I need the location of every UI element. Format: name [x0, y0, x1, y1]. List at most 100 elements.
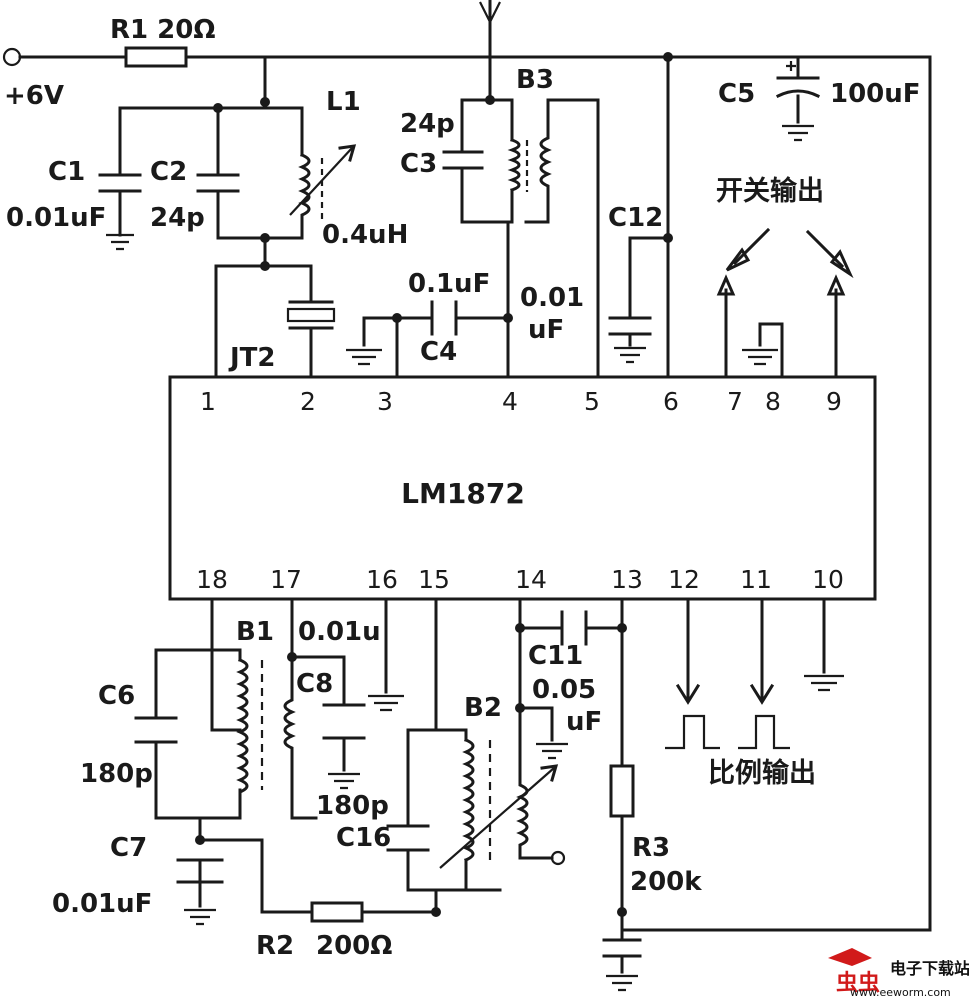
switch-output-label: 开关输出 — [716, 175, 824, 207]
pin-17: 17 — [270, 565, 302, 594]
pin15-wire — [406, 597, 502, 914]
pin7-output-arrow — [716, 274, 736, 379]
c16-label: C16 — [336, 823, 391, 853]
b3-primary-wire — [460, 98, 514, 379]
r1-label: R1 20Ω — [110, 15, 215, 45]
junction-dot — [213, 103, 223, 113]
ground-icon — [346, 348, 382, 366]
pin9-output-arrow — [826, 274, 846, 379]
r3-label: R3 — [632, 833, 670, 863]
pin10-ground — [804, 597, 844, 692]
pin8-ground — [742, 322, 784, 379]
pin-9: 9 — [826, 387, 842, 416]
pin18-wire — [154, 597, 242, 820]
capacitor-c12 — [608, 316, 652, 364]
junction-dot — [260, 233, 270, 243]
proportional-output-label: 比例输出 — [708, 757, 816, 789]
capacitor-c5 — [775, 61, 821, 142]
watermark-logo: 虫虫 — [828, 948, 880, 996]
junction-dot — [431, 907, 441, 917]
pin-7: 7 — [727, 387, 743, 416]
pin-15: 15 — [418, 565, 450, 594]
c2-value: 24p — [150, 203, 205, 233]
junction-dot — [617, 907, 627, 917]
inductor-l1 — [289, 144, 357, 240]
svg-text:虫虫: 虫虫 — [836, 970, 880, 996]
c7-label: C7 — [110, 833, 147, 863]
capacitor-c2 — [196, 173, 304, 240]
capacitor-c7 — [176, 858, 224, 926]
supply-label: +6V — [4, 81, 64, 111]
c11-label: C11 — [528, 641, 583, 671]
pin-8: 8 — [765, 387, 781, 416]
c4-value2-unit: uF — [528, 315, 564, 345]
jt2-label: JT2 — [228, 343, 276, 373]
capacitor-c1 — [98, 173, 142, 251]
c1-value: 0.01uF — [6, 203, 106, 233]
b3-label: B3 — [516, 65, 554, 95]
junction-dot — [515, 703, 525, 713]
junction-dot — [663, 52, 673, 62]
pin17-c8-wire — [290, 655, 346, 772]
resistor-r2 — [310, 901, 364, 923]
transformer-b3 — [507, 98, 600, 379]
junction-dot — [663, 233, 673, 243]
capacitor-c11 — [536, 610, 588, 760]
c11-value: 0.05 — [532, 675, 596, 705]
c11-unit: uF — [566, 707, 602, 737]
c3-value: 24p — [400, 109, 455, 139]
tank-top-wire — [118, 55, 304, 177]
junction-dot — [260, 97, 270, 107]
junction-dot — [503, 313, 513, 323]
c8-value: 180p — [316, 791, 389, 821]
pin-14: 14 — [515, 565, 547, 594]
transformer-b1 — [236, 597, 318, 820]
c8-top-value: 0.01u — [298, 617, 381, 647]
c4-label: C4 — [420, 337, 457, 367]
l1-value: 0.4uH — [322, 220, 408, 250]
pin-2: 2 — [300, 387, 316, 416]
c7-wire — [198, 816, 438, 914]
c2-label: C2 — [150, 157, 187, 187]
capacitor-c8 — [322, 703, 366, 790]
resistor-r3 — [606, 764, 638, 992]
ic-label: LM1872 — [401, 477, 525, 510]
junction-dot — [515, 623, 525, 633]
pin-6: 6 — [663, 387, 679, 416]
pin-13: 13 — [611, 565, 643, 594]
b2-label: B2 — [464, 693, 502, 723]
pulse-waveform-icon — [665, 714, 790, 750]
c12-label: C12 — [608, 203, 663, 233]
c6-label: C6 — [98, 681, 135, 711]
c5-label: C5 — [718, 79, 755, 109]
junction-dot — [195, 835, 205, 845]
r2-value: 200Ω — [316, 931, 392, 961]
pin14-c11-wire — [518, 626, 624, 742]
pin-12: 12 — [668, 565, 700, 594]
capacitor-c3 — [442, 150, 484, 170]
c4-value: 0.1uF — [408, 269, 490, 299]
pin-18: 18 — [196, 565, 228, 594]
pin-10: 10 — [812, 565, 844, 594]
pin-5: 5 — [584, 387, 600, 416]
supply-terminal — [2, 47, 22, 67]
resistor-r1 — [124, 46, 188, 68]
watermark-url: www.eeworm.com — [850, 986, 951, 999]
pin-16: 16 — [366, 565, 398, 594]
c12-wire — [628, 55, 670, 379]
crystal-jt2 — [286, 300, 336, 330]
pin-1: 1 — [200, 387, 216, 416]
r2-label: R2 — [256, 931, 294, 961]
junction-dot — [260, 261, 270, 271]
pin-3: 3 — [377, 387, 393, 416]
pin11-output-arrow — [749, 597, 775, 705]
ic-body — [168, 375, 877, 601]
transformer-b2 — [439, 597, 566, 869]
c7-value: 0.01uF — [52, 889, 152, 919]
c8-label: C8 — [296, 669, 333, 699]
c5-value: 100uF — [830, 79, 921, 109]
capacitor-c6 — [134, 716, 178, 744]
junction-dot — [392, 313, 402, 323]
c1-label: C1 — [48, 157, 85, 187]
